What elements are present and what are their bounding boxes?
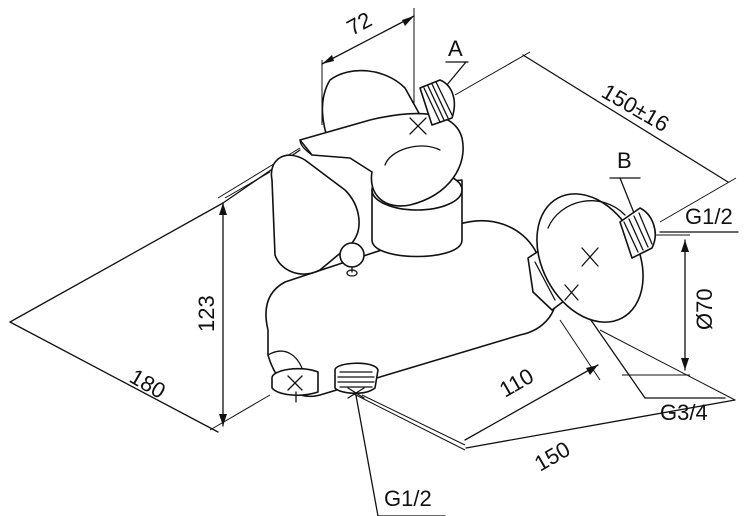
dimension-length-180: 180 (126, 364, 170, 404)
callout-labels: A B G1/2 G3/4 G1/2 (384, 36, 733, 511)
callout-a: A (448, 36, 463, 61)
callout-thread-nut: G3/4 (660, 400, 708, 425)
bottom-outlets (271, 362, 379, 403)
lever-handle (299, 69, 464, 207)
callout-thread-bottom: G1/2 (384, 486, 432, 511)
dimension-150: 150 (530, 436, 574, 476)
dimension-width-72: 72 (343, 7, 376, 41)
callout-b: B (617, 148, 632, 173)
dimension-110: 110 (495, 363, 538, 402)
connector-a-thread (409, 79, 456, 135)
dimension-height-123: 123 (194, 295, 219, 332)
eccentric-connector (527, 193, 656, 323)
dimension-diameter-70: Ø70 (692, 288, 717, 330)
callout-thread-right: G1/2 (685, 204, 733, 229)
